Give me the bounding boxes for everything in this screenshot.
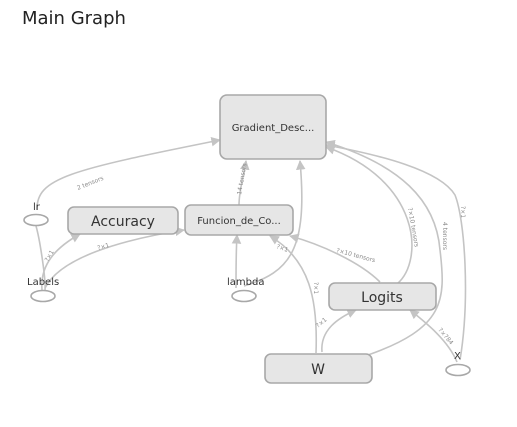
op-labels-label: Labels (27, 277, 59, 288)
edge-label-w-up: ?×1 (312, 282, 319, 294)
node-logits-label: Logits (361, 290, 403, 306)
edge-label-x-grad: ?×1 (459, 206, 466, 218)
edge-labels-accuracy (41, 233, 81, 291)
edge-label-labels-fun: ?×1 (97, 242, 111, 252)
node-gradient-descent-label: Gradient_Desc... (232, 123, 315, 134)
edge-labels-down (35, 225, 46, 291)
page-title: Main Graph (22, 8, 126, 29)
op-lambda[interactable]: lambda (227, 277, 264, 303)
edge-label-w-grad: 4 tensors (441, 222, 448, 250)
edge-label-labels-acc: ?×1 (44, 249, 56, 263)
op-lambda-label: lambda (227, 277, 264, 288)
edge-logits-funcion (289, 233, 381, 283)
edge-w-gradient (325, 139, 443, 356)
edge-label-lambda-fun: ?×1 (275, 243, 289, 254)
op-x-label: X (454, 351, 461, 362)
node-w-label: W (311, 362, 325, 378)
op-labels[interactable]: Labels (27, 277, 59, 303)
node-logits[interactable]: Logits (328, 282, 437, 311)
edge-x-logits (409, 309, 458, 363)
edge-label-fun-grad: 14 tensors (236, 163, 248, 196)
op-lr[interactable]: lr (23, 202, 49, 227)
edge-lambda-gradient (243, 160, 306, 287)
edge-logits-gradient (325, 145, 413, 285)
edge-lr-gradient (36, 136, 221, 211)
edge-labels-funcion (44, 226, 185, 289)
edge-funcion-gradient (238, 160, 250, 206)
op-lr-label: lr (33, 202, 41, 213)
edge-label-logits-grad: ?×10 tensors (406, 207, 420, 248)
edge-lambda-funcion (231, 234, 242, 289)
node-funcion-de-costo[interactable]: Funcion_de_Co... (184, 204, 294, 236)
node-accuracy-label: Accuracy (91, 214, 155, 230)
node-gradient-descent[interactable]: Gradient_Desc... (219, 94, 327, 160)
edge-w-logits (321, 309, 357, 353)
op-x[interactable]: X (445, 351, 471, 377)
edge-label-lr-grad: 2 tensors (76, 175, 105, 192)
node-accuracy[interactable]: Accuracy (67, 206, 179, 235)
edge-x-gradient (325, 141, 467, 361)
node-funcion-label: Funcion_de_Co... (197, 216, 281, 227)
node-w[interactable]: W (264, 353, 373, 384)
edge-label-w-logits: ?×1 (315, 316, 329, 329)
edge-w-funcion (269, 235, 318, 354)
